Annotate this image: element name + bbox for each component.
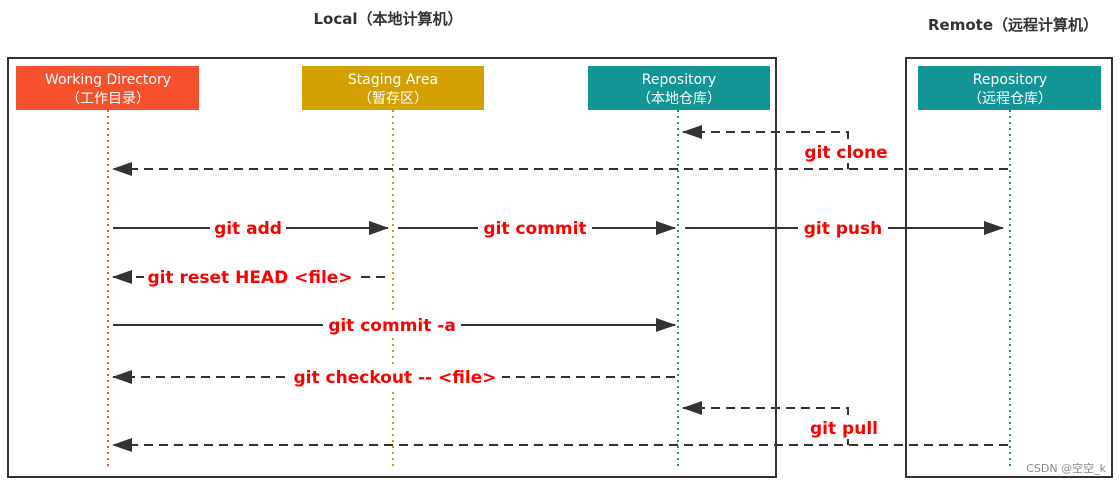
remote-region-title: Remote（远程计算机）	[928, 16, 1098, 34]
working-directory-box: Working Directory （工作目录）	[16, 66, 199, 110]
git-push-label: git push	[804, 219, 883, 239]
git-commit-label-bg	[478, 216, 592, 240]
local-region-frame	[7, 57, 777, 478]
git-reset-label: git reset HEAD <file>	[147, 268, 352, 288]
git-add-flow: git add	[113, 216, 389, 240]
git-pull-to-local-repo-arrow	[682, 401, 849, 445]
git-clone-label: git clone	[804, 143, 887, 163]
git-commit-a-flow: git commit -a	[113, 313, 676, 337]
git-commit-a-label: git commit -a	[328, 316, 456, 336]
git-commit-flow: git commit	[398, 216, 676, 240]
remote-repository-subtitle: （远程仓库）	[968, 91, 1052, 107]
git-add-label: git add	[214, 219, 282, 239]
git-pull-label: git pull	[810, 419, 878, 439]
remote-region-frame	[905, 57, 1113, 478]
remote-repository-box-bg	[918, 66, 1101, 110]
git-clone-label-bg	[800, 139, 896, 163]
working-directory-title: Working Directory	[45, 72, 171, 88]
remote-repository-title: Repository	[973, 72, 1047, 88]
git-push-label-bg	[798, 216, 888, 240]
git-pull-label-bg	[804, 415, 884, 439]
local-repository-title: Repository	[642, 72, 716, 88]
git-commit-label: git commit	[483, 219, 586, 239]
local-repository-box-bg	[588, 66, 770, 110]
git-commit-a-label-bg	[323, 313, 461, 337]
git-reset-flow: git reset HEAD <file>	[112, 265, 385, 289]
remote-repository-box: Repository （远程仓库）	[918, 66, 1101, 110]
local-region-title: Local（本地计算机）	[313, 10, 462, 28]
local-repository-subtitle: （本地仓库）	[637, 91, 721, 107]
git-add-label-bg	[210, 216, 286, 240]
git-checkout-flow: git checkout -- <file>	[112, 365, 675, 389]
git-push-flow: git push	[685, 216, 1004, 240]
watermark-text: CSDN @空空_k	[1026, 461, 1106, 475]
staging-area-box-bg	[302, 66, 484, 110]
git-clone-to-local-repo-arrow	[682, 125, 849, 169]
git-clone-flow: git clone	[112, 125, 1008, 176]
working-directory-subtitle: （工作目录）	[66, 91, 150, 107]
git-pull-flow: git pull	[112, 401, 1008, 452]
staging-area-title: Staging Area	[348, 72, 438, 88]
git-reset-label-bg	[144, 265, 356, 289]
git-checkout-label: git checkout -- <file>	[294, 368, 497, 388]
local-repository-box: Repository （本地仓库）	[588, 66, 770, 110]
working-directory-box-bg	[16, 66, 199, 110]
staging-area-box: Staging Area （暂存区）	[302, 66, 484, 110]
git-checkout-label-bg	[288, 365, 502, 389]
staging-area-subtitle: （暂存区）	[358, 91, 428, 107]
